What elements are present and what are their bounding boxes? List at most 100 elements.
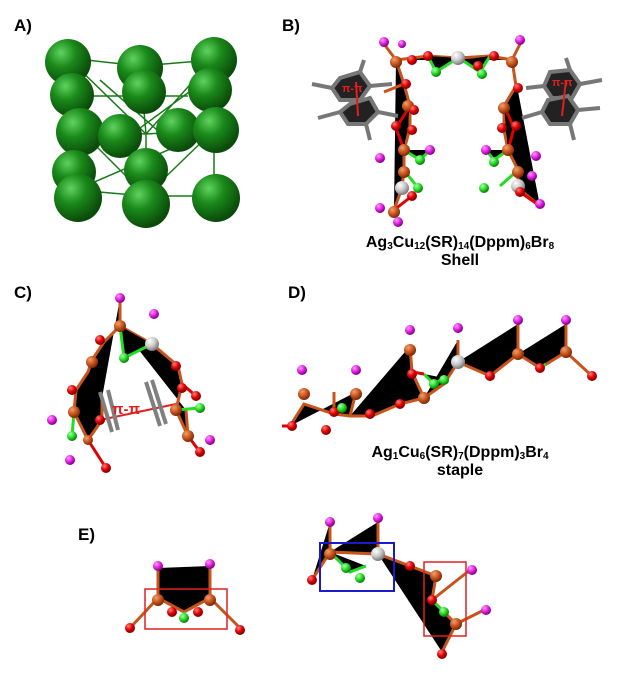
br-atom [431,67,441,77]
cu-atom [170,404,182,416]
br-atom [439,607,449,617]
cu-atom [68,406,80,418]
s-atom [195,447,205,457]
p-atom [535,199,545,209]
s-atom [407,369,417,379]
p-atom [47,415,57,425]
br-atom [489,157,499,167]
shell-structure: π-π π-π [311,35,603,227]
s-atom [511,121,521,131]
cu-atom [152,594,164,606]
p-atom [65,455,75,465]
p-atom [115,293,125,303]
s-atom [437,649,447,659]
cu-atom [204,594,216,606]
s-atom [513,83,523,93]
ag-atom [193,107,239,153]
s-atom [407,55,417,65]
ag-atom [56,108,104,156]
pi-pi-label-left: π-π [342,83,363,95]
cu-atom [114,320,126,332]
motif-left [125,559,245,635]
cu-atom [83,435,93,445]
ag-atom [395,181,409,195]
staple-label: staple [436,462,484,479]
ag-atom [451,51,465,65]
p-atom [153,561,163,571]
s-atom [329,407,339,417]
p-atom [513,315,523,325]
p-atom [325,517,335,527]
br-atom [195,403,205,413]
staple-caption: Ag1Cu6(SR)7(Dppm)3Br4 staple [340,444,580,480]
staple-formula: Ag1Cu6(SR)7(Dppm)3Br4 [371,444,549,462]
cu-atom [498,102,510,114]
s-atom [307,575,317,585]
p-atom [481,605,491,615]
p-atom [297,365,307,375]
cu-atom [450,618,462,630]
s-atom [101,463,111,473]
p-atom [375,203,385,213]
ag-atom [192,174,240,222]
p-atom [373,513,383,523]
s-atom [407,191,417,201]
staple-structure [282,315,597,435]
cu-atom [324,548,336,560]
cu-atom [512,348,524,360]
br-atom [355,573,365,583]
s-atom [191,391,201,401]
br-atom [119,353,129,363]
br-atom [429,379,439,389]
s-atom [489,51,499,61]
br-atom [179,613,189,623]
cu-atom [390,56,402,68]
p-atom [561,315,571,325]
s-atom [125,623,135,633]
highlight-box-red [144,588,228,630]
s-atom [535,363,545,373]
panel-c-label: C) [14,283,32,302]
p-atom [398,40,406,48]
shell-label: Shell [440,252,480,269]
s-atom [401,79,411,89]
br-atom [67,431,77,441]
pi-pi-label: π-π [112,401,140,418]
ag-atom [145,337,159,351]
s-atom [497,123,507,133]
cu-atom [404,344,416,356]
ag-atom [45,39,91,85]
p-atom [425,145,435,155]
s-atom [287,421,297,431]
phenyl-methyls-right [521,57,603,141]
cu-atom [86,356,98,368]
panel-a-label: A) [14,16,32,35]
s-atom [485,371,495,381]
panel-d-label: D) [288,283,306,302]
s-atom [193,607,203,617]
pi-pi-contact [99,403,177,421]
cu-atom [350,388,362,400]
ag-atom [188,68,232,112]
p-atom [405,325,415,335]
s-atom [515,187,525,197]
p-atom [481,145,491,155]
p-atom [467,565,477,575]
s-atom [587,371,597,381]
cu-atom [418,392,430,404]
p-atom [393,217,403,227]
pi-pi-marker [561,79,567,117]
p-atom [379,37,389,47]
s-atom [95,335,105,345]
p-atom [375,153,385,163]
ag-atom [451,355,465,369]
s-atom [473,61,483,71]
br-atom [415,155,425,165]
panel-e-label: E) [78,525,95,544]
s-atom [407,125,417,135]
cu-atom [298,388,310,400]
ag-atom [122,70,166,114]
s-atom [365,409,375,419]
s-atom [321,425,331,435]
